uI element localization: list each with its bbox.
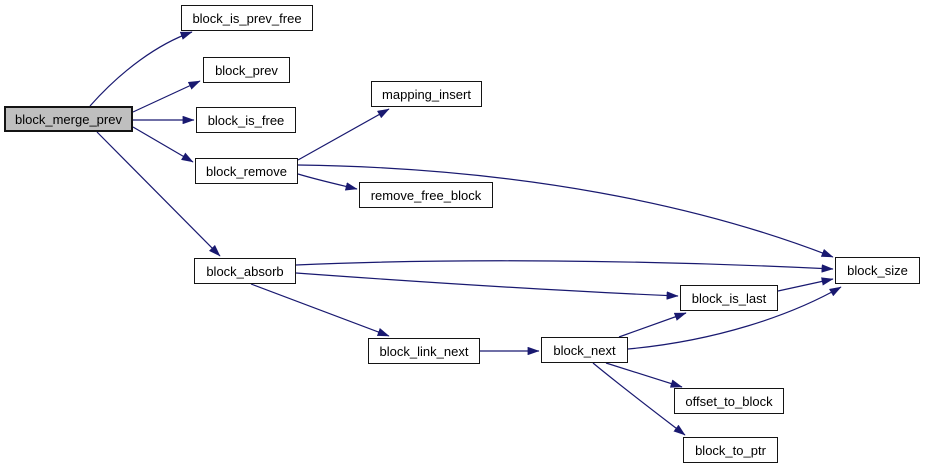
node-label: block_is_last bbox=[691, 290, 767, 306]
edge-block_merge_prev-block_remove bbox=[132, 126, 194, 163]
node-offset_to_block[interactable]: offset_to_block bbox=[674, 388, 784, 414]
node-label: block_is_free bbox=[207, 112, 285, 128]
edge-block_absorb-block_is_last bbox=[295, 272, 679, 300]
node-block_to_ptr[interactable]: block_to_ptr bbox=[683, 437, 778, 463]
edge-block_remove-remove_free_block bbox=[297, 173, 358, 191]
node-label: block_next bbox=[553, 342, 616, 358]
node-block_next[interactable]: block_next bbox=[541, 337, 628, 363]
edge-block_next-block_to_ptr bbox=[592, 362, 686, 436]
node-label: block_remove bbox=[206, 163, 287, 179]
edge-block_next-offset_to_block bbox=[605, 362, 683, 388]
node-block_is_prev_free[interactable]: block_is_prev_free bbox=[181, 5, 313, 31]
edge-block_remove-mapping_insert bbox=[297, 108, 390, 161]
node-label: block_absorb bbox=[206, 263, 284, 279]
node-block_link_next[interactable]: block_link_next bbox=[368, 338, 480, 364]
node-mapping_insert[interactable]: mapping_insert bbox=[371, 81, 482, 107]
node-remove_free_block[interactable]: remove_free_block bbox=[359, 182, 493, 208]
node-label: remove_free_block bbox=[370, 187, 482, 203]
edge-block_merge_prev-block_absorb bbox=[96, 131, 221, 257]
node-block_prev[interactable]: block_prev bbox=[203, 57, 290, 83]
edge-block_absorb-block_link_next bbox=[250, 283, 390, 337]
edge-block_next-block_is_last bbox=[618, 312, 687, 338]
node-label: block_merge_prev bbox=[15, 111, 122, 127]
node-label: offset_to_block bbox=[685, 393, 773, 409]
edge-block_is_last-block_size bbox=[777, 277, 834, 292]
node-block_merge_prev: block_merge_prev bbox=[4, 106, 133, 132]
node-label: block_size bbox=[847, 263, 908, 278]
node-label: block_link_next bbox=[379, 343, 469, 359]
node-block_absorb[interactable]: block_absorb bbox=[194, 258, 296, 284]
node-block_is_free[interactable]: block_is_free bbox=[196, 107, 296, 133]
node-label: block_prev bbox=[215, 62, 278, 78]
node-block_size[interactable]: block_size bbox=[835, 257, 920, 284]
edge-block_merge_prev-block_prev bbox=[132, 80, 201, 113]
edge-block_next-block_size bbox=[627, 286, 842, 350]
node-label: block_to_ptr bbox=[695, 442, 766, 458]
edge-block_remove-block_size bbox=[297, 164, 834, 258]
edge-block_absorb-block_size bbox=[295, 260, 834, 273]
node-block_remove[interactable]: block_remove bbox=[195, 158, 298, 184]
edge-block_merge_prev-block_is_prev_free bbox=[89, 31, 193, 107]
node-label: mapping_insert bbox=[382, 86, 471, 102]
node-label: block_is_prev_free bbox=[192, 10, 302, 26]
node-block_is_last[interactable]: block_is_last bbox=[680, 285, 778, 311]
